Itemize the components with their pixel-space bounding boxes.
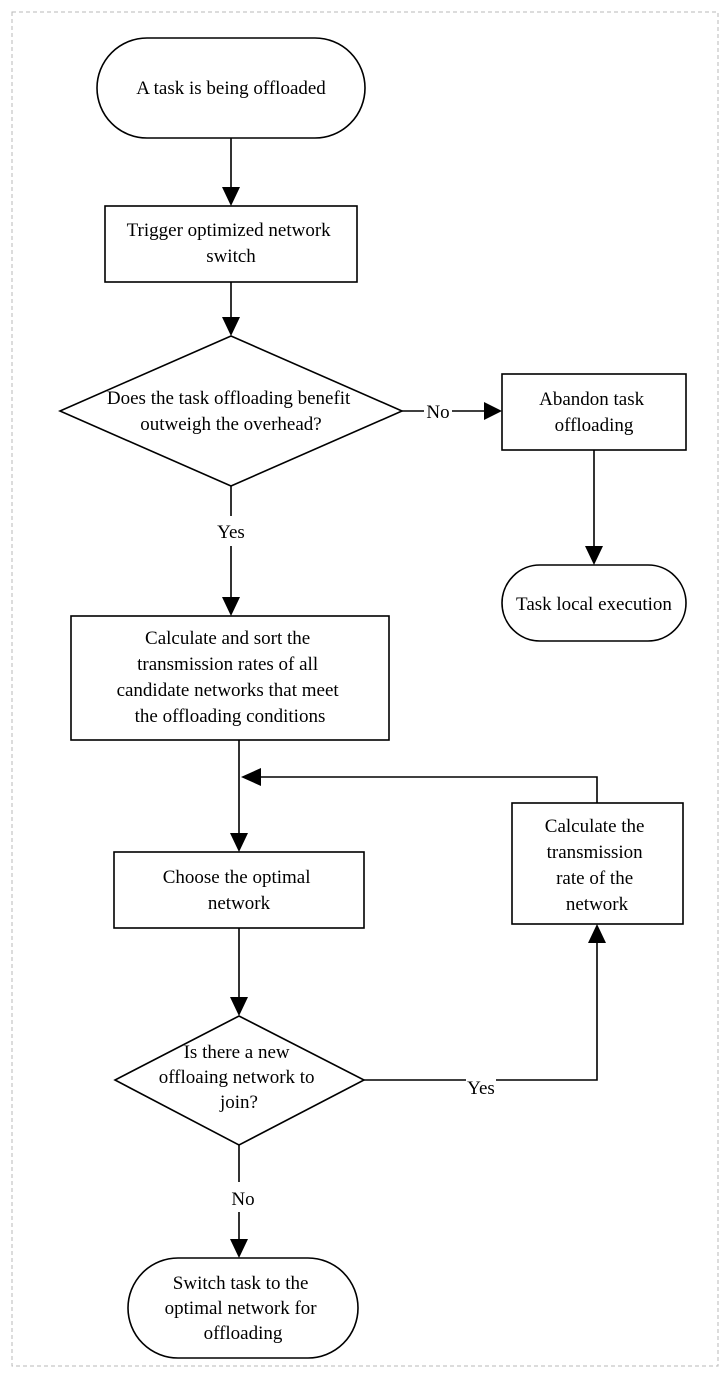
edge-label-yes-1: Yes	[217, 522, 245, 543]
node-switch-line-2: optimal network for	[165, 1298, 318, 1319]
node-abandon-text: Abandon task offloading	[539, 389, 649, 436]
node-calculate-sort-line-2: transmission rates of all	[137, 654, 318, 675]
node-calculate-sort-line-4: the offloading conditions	[135, 706, 326, 727]
node-abandon: Abandon task offloading	[501, 373, 687, 451]
node-calculate-sort-text: Calculate and sort the transmission rate…	[117, 628, 344, 727]
node-abandon-line-1: Abandon task	[539, 389, 645, 410]
node-choose-line-2: network	[208, 893, 271, 914]
node-trigger-line-2: switch	[206, 246, 256, 267]
edge-label-no-1: No	[426, 402, 449, 423]
node-calculate-sort-line-3: candidate networks that meet	[117, 680, 340, 701]
node-decision-benefit: Does the task offloading benefit outweig…	[58, 335, 404, 487]
node-calc-rate: Calculate the transmission rate of the n…	[511, 802, 684, 925]
node-calc-rate-line-1: Calculate the	[545, 816, 645, 837]
node-decision-benefit-line-1: Does the task offloading benefit	[107, 388, 351, 409]
node-calc-rate-text: Calculate the transmission rate of the n…	[545, 816, 649, 915]
node-decision-new-line-2: offloaing network to	[159, 1067, 315, 1088]
node-calc-rate-line-2: transmission	[547, 842, 644, 863]
edge-abandon-to-local	[585, 450, 603, 565]
node-start-text: A task is being offloaded	[136, 78, 326, 99]
node-local: Task local execution	[501, 564, 687, 642]
node-decision-new-text: Is there a new offloaing network to join…	[159, 1042, 320, 1113]
node-switch-line-3: offloading	[204, 1323, 283, 1344]
node-local-text: Task local execution	[516, 594, 672, 615]
node-start: A task is being offloaded	[96, 37, 366, 139]
node-trigger-text: Trigger optimized network switch	[127, 220, 336, 267]
node-switch-line-1: Switch task to the	[173, 1273, 309, 1294]
edge-decision-to-calculate: Yes	[217, 486, 245, 616]
edge-trigger-to-decision	[222, 282, 240, 336]
node-trigger: Trigger optimized network switch	[104, 205, 358, 283]
node-switch: Switch task to the optimal network for o…	[127, 1257, 359, 1359]
node-abandon-line-2: offloading	[555, 415, 634, 436]
edge-calc-rate-loop-back	[241, 768, 598, 803]
node-calculate-sort: Calculate and sort the transmission rate…	[70, 615, 390, 741]
node-trigger-line-1: Trigger optimized network	[127, 220, 332, 241]
node-switch-text: Switch task to the optimal network for o…	[165, 1273, 322, 1344]
edge-choose-to-decision-new	[230, 928, 248, 1016]
node-choose-text: Choose the optimal network	[163, 867, 316, 914]
edge-calculate-to-choose	[230, 740, 248, 852]
node-calc-rate-line-3: rate of the	[556, 868, 633, 889]
node-decision-new: Is there a new offloaing network to join…	[113, 1015, 366, 1146]
node-decision-benefit-text: Does the task offloading benefit outweig…	[107, 388, 355, 435]
edge-label-no-2: No	[231, 1189, 254, 1210]
node-decision-benefit-line-2: outweigh the overhead?	[140, 414, 321, 435]
node-decision-new-line-3: join?	[219, 1092, 258, 1113]
node-calc-rate-line-4: network	[566, 894, 629, 915]
node-choose-line-1: Choose the optimal	[163, 867, 311, 888]
node-decision-new-line-1: Is there a new	[184, 1042, 290, 1063]
edge-label-yes-2: Yes	[467, 1078, 495, 1099]
edge-decision-to-abandon: No	[402, 402, 502, 423]
edge-start-to-trigger	[222, 138, 240, 206]
edge-decision-new-to-calc-rate: Yes	[364, 924, 606, 1099]
node-calculate-sort-line-1: Calculate and sort the	[145, 628, 310, 649]
node-choose: Choose the optimal network	[113, 851, 365, 929]
edge-decision-new-to-switch: No	[230, 1145, 255, 1258]
page-frame	[11, 11, 719, 1367]
